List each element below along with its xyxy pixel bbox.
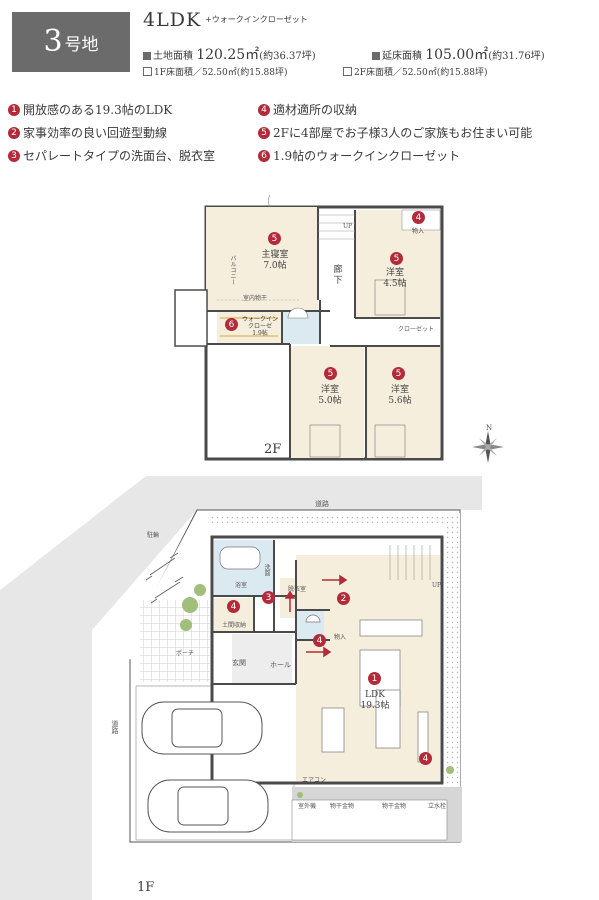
outdoor-unit-label: 室外機 — [298, 803, 317, 810]
marker-5-master: 5 — [268, 232, 281, 245]
closet-label: クローゼット — [398, 326, 435, 333]
stairs-up-2f-label: UP — [343, 223, 353, 230]
layout-note: +ウォークインクローゼット — [205, 15, 308, 24]
storage-1f-label: 物入 — [334, 634, 347, 641]
room-b-label: 洋室 5.0帖 — [318, 385, 342, 406]
marker-3-washroom: 3 — [262, 591, 275, 604]
land-area-value: 120.25㎡ — [196, 47, 260, 63]
second-floor-area: 2F床面積／52.50㎡(約15.88坪) — [343, 65, 488, 78]
first-floor-site — [0, 476, 482, 900]
aircon-label: エアコン — [302, 777, 327, 784]
room-a-label: 洋室 4.5帖 — [383, 268, 407, 289]
stairs-up-1f-label: UP — [432, 582, 442, 589]
bicycle-parking-label: 駐輪 — [147, 532, 160, 539]
land-area: 土地面積 120.25㎡(約36.37坪) — [143, 44, 316, 64]
first-floor-label: 1F — [137, 880, 155, 895]
marker-4-storage-2f: 4 — [412, 211, 425, 224]
marker-4-ldk-storage: 4 — [419, 752, 432, 765]
road-left-label: 道路 — [111, 720, 119, 734]
road-area — [0, 476, 482, 900]
dryer-hardware-label-1: 物干金物 — [330, 803, 355, 810]
hall-1f-label: ホール — [270, 661, 291, 669]
lot-number: 3 — [43, 24, 63, 59]
hallway-2f-label: 廊 下 — [333, 265, 343, 286]
compass — [472, 431, 504, 463]
marker-5-room-c: 5 — [392, 367, 405, 380]
first-floor-area: 1F床面積／52.50㎡(約15.88坪) — [143, 65, 288, 78]
filled-square-icon — [372, 52, 380, 60]
outline-square-icon — [143, 67, 152, 76]
second-floor-label: 2F — [264, 442, 282, 457]
entrance-label: 玄関 — [232, 659, 246, 667]
north-label: N — [486, 424, 493, 432]
washroom-label: 洗面 — [263, 564, 270, 576]
room-c-area — [366, 346, 440, 458]
marker-5-room-a: 5 — [390, 252, 403, 265]
ldk-label: LDK 19.3帖 — [360, 690, 390, 711]
room-b-area — [290, 346, 364, 458]
balcony — [174, 289, 208, 347]
plants — [180, 584, 454, 798]
floor-area-value: 105.00㎡ — [425, 47, 489, 63]
layout-type: 4LDK — [143, 9, 202, 31]
outline-square-icon — [343, 67, 352, 76]
marker-4-storage-1f: 4 — [313, 634, 326, 647]
dryer-hardware-label-2: 物干金物 — [382, 803, 407, 810]
second-floor-plan — [174, 194, 444, 461]
car-top — [141, 701, 263, 755]
marker-5-room-b: 5 — [324, 367, 337, 380]
marker-1-ldk: 1 — [368, 672, 381, 685]
bicycles — [145, 552, 184, 604]
indoor-dryer-label: 室内物干 — [243, 295, 268, 302]
lot-number-box: 3 号地 — [12, 12, 130, 72]
marker-4-shoe-storage: 4 — [227, 600, 240, 613]
dressing-room-label: 脱衣室 — [288, 586, 307, 593]
lot-suffix: 号地 — [64, 34, 99, 55]
car-bottom — [147, 779, 269, 833]
porch-label: ポーチ — [176, 650, 195, 657]
marker-2-circulation: 2 — [337, 592, 350, 605]
road-top-label: 道路 — [315, 500, 329, 508]
bathroom-label: 浴室 — [235, 582, 248, 589]
balcony-label: バルコニー — [229, 255, 236, 285]
storage-2f-label: 物入 — [412, 228, 425, 235]
entrance-area — [232, 634, 292, 684]
garden-strip-right — [446, 527, 460, 842]
approach-tile — [140, 600, 210, 682]
deck — [291, 799, 448, 841]
floor-area: 延床面積 105.00㎡(約31.76坪) — [372, 44, 545, 64]
shoe-storage-label: 土間収納 — [222, 622, 247, 629]
faucet-label: 立水栓 — [428, 803, 447, 810]
walk-in-closet-label: ウォークイン クローゼ 1.9帖 — [241, 316, 278, 337]
master-bedroom-label: 主寝室 7.0帖 — [261, 250, 289, 271]
garden-strip-top — [208, 513, 460, 527]
filled-square-icon — [143, 52, 151, 60]
marker-6-wic: 6 — [225, 318, 238, 331]
master-bedroom-area — [206, 207, 318, 311]
room-c-label: 洋室 5.6帖 — [388, 385, 412, 406]
